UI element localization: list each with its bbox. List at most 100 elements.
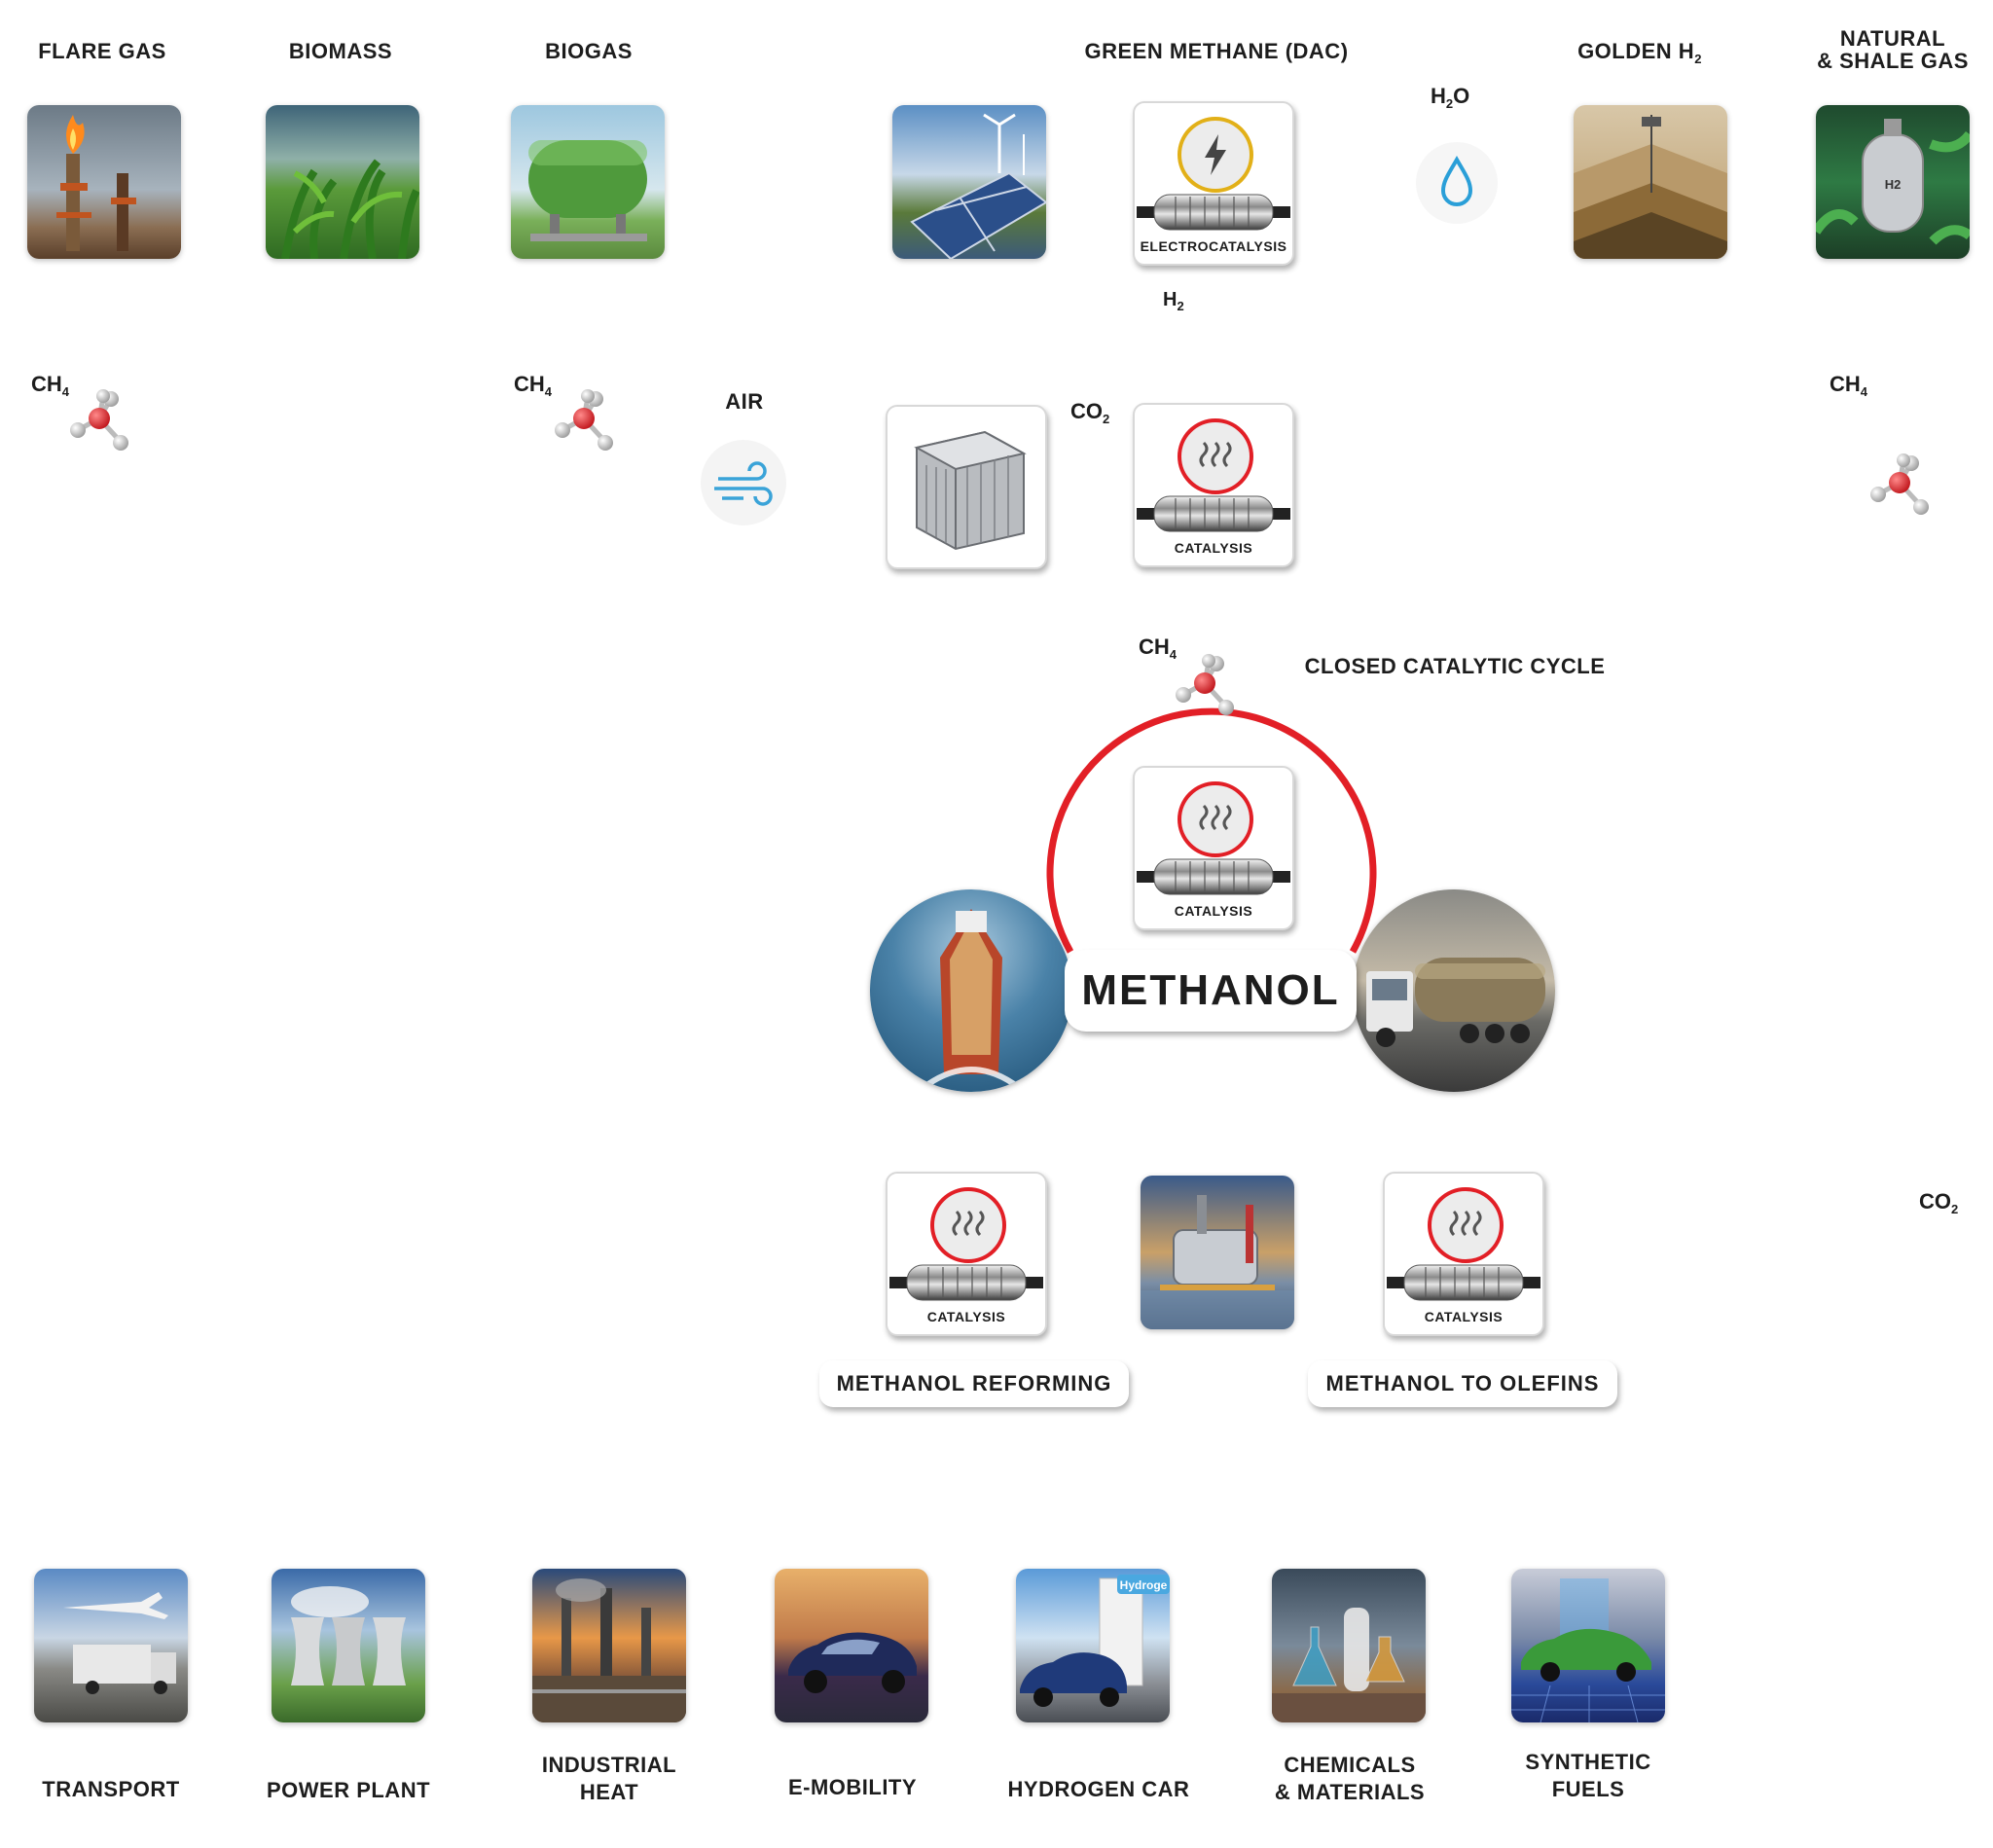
- biogas-image: [511, 105, 665, 259]
- h2o-o: O: [1453, 84, 1470, 108]
- water-drop-icon: [1440, 155, 1473, 206]
- co2-out-sub: 2: [1951, 1202, 1959, 1216]
- heat-badge: [1428, 1187, 1504, 1263]
- dac-unit-card: [886, 405, 1047, 569]
- industrial-heat-line2: HEAT: [579, 1780, 639, 1804]
- hydrogen-car-image: Hydroge: [1016, 1569, 1170, 1722]
- transport-image: [34, 1569, 188, 1722]
- label-h2o: H2O: [1431, 84, 1469, 111]
- label-air: AIR: [725, 389, 764, 414]
- station-sign-text: Hydroge: [1120, 1578, 1168, 1592]
- label-ch4-flare: CH4: [31, 372, 69, 399]
- lab-glassware-drawing: [1272, 1608, 1426, 1722]
- transport-drawing: [63, 1592, 176, 1694]
- label-golden-h2: GOLDEN H2: [1557, 39, 1722, 72]
- label-h2-down: H2: [1163, 289, 1184, 313]
- label-industrial-heat: INDUSTRIAL HEAT: [512, 1752, 707, 1806]
- natural-gas-line1: NATURAL: [1839, 26, 1946, 51]
- golden-h2-image: [1574, 105, 1727, 259]
- h2-h: H: [1163, 289, 1178, 310]
- methane-molecule-icon: [60, 387, 138, 457]
- label-ch4-natural: CH4: [1830, 372, 1867, 399]
- refinery-image: [1141, 1176, 1294, 1329]
- co2-out-co: CO: [1919, 1189, 1951, 1214]
- ch4-flare-sub: 4: [61, 384, 70, 399]
- label-natural-gas: NATURAL & SHALE GAS: [1805, 27, 1980, 72]
- label-hydrogen-car: HYDROGEN CAR: [1007, 1777, 1190, 1801]
- catalysis-caption: CATALYSIS: [1174, 903, 1253, 919]
- geology-drawing: [1574, 115, 1727, 259]
- factory-drawing: [532, 1578, 686, 1722]
- cycle-ring: [1046, 707, 1377, 954]
- synthetic-fuel-car-drawing: [1511, 1578, 1665, 1722]
- co2-capture-co: CO: [1070, 399, 1103, 423]
- industrial-heat-image: [532, 1569, 686, 1722]
- catalysis-card-methanation: CATALYSIS: [1133, 403, 1294, 567]
- catalysis-card-cycle: CATALYSIS: [1133, 766, 1294, 930]
- electrocatalysis-badge: [1178, 117, 1253, 193]
- renewables-image: [892, 105, 1046, 259]
- label-ch4-biogas: CH4: [514, 372, 552, 399]
- electrocatalysis-card: ELECTROCATALYSIS: [1133, 101, 1294, 266]
- ch4-flare-ch: CH: [31, 372, 62, 396]
- methanol-reforming-label: METHANOL REFORMING: [819, 1360, 1129, 1407]
- h2-tank-drawing: H2: [1816, 119, 1970, 245]
- h2-sub: 2: [1177, 299, 1184, 313]
- cooling-towers-drawing: [291, 1586, 406, 1685]
- golden-h2-subscript: 2: [1694, 52, 1702, 66]
- synthetic-fuels-line1: SYNTHETIC: [1525, 1750, 1651, 1774]
- chemicals-image: [1272, 1569, 1426, 1722]
- ch4-natural-ch: CH: [1830, 372, 1861, 396]
- lightning-icon: [1205, 134, 1226, 175]
- label-transport: TRANSPORT: [42, 1777, 180, 1801]
- methane-molecule-icon: [1861, 452, 1939, 522]
- chemicals-line2: & MATERIALS: [1274, 1780, 1426, 1804]
- label-biomass: BIOMASS: [288, 39, 393, 63]
- ch4-cycle-sub: 4: [1169, 647, 1178, 662]
- industrial-heat-line1: INDUSTRIAL: [541, 1753, 677, 1777]
- heat-badge: [930, 1187, 1006, 1263]
- dac-module-drawing: [914, 430, 1027, 551]
- chemicals-line1: CHEMICALS: [1284, 1753, 1416, 1777]
- label-chemicals: CHEMICALS & MATERIALS: [1248, 1752, 1452, 1806]
- synthetic-fuels-line2: FUELS: [1551, 1777, 1625, 1801]
- biomass-image: [266, 105, 419, 259]
- catalysis-caption: CATALYSIS: [1174, 540, 1253, 556]
- catalysis-caption: CATALYSIS: [1424, 1309, 1504, 1324]
- synthetic-fuels-image: [1511, 1569, 1665, 1722]
- ship-drawing: [926, 909, 1016, 1087]
- h2o-h: H: [1431, 84, 1446, 108]
- natural-gas-line2: & SHALE GAS: [1817, 49, 1969, 73]
- ch4-biogas-ch: CH: [514, 372, 545, 396]
- label-biogas: BIOGAS: [545, 39, 633, 63]
- wind-icon: [714, 461, 773, 506]
- tanker-truck-image: [1353, 889, 1555, 1092]
- electrocatalysis-caption: ELECTROCATALYSIS: [1140, 238, 1287, 254]
- catalysis-caption: CATALYSIS: [926, 1309, 1006, 1324]
- h2o-sub: 2: [1445, 96, 1454, 111]
- co2-capture-sub: 2: [1103, 412, 1110, 426]
- label-synthetic-fuels: SYNTHETIC FUELS: [1491, 1749, 1685, 1803]
- label-green-methane: GREEN METHANE (DAC): [1084, 39, 1349, 63]
- heat-badge: [1178, 418, 1253, 494]
- methane-molecule-icon: [1166, 652, 1244, 722]
- methanol-to-olefins-label: METHANOL TO OLEFINS: [1308, 1360, 1617, 1407]
- ch4-natural-sub: 4: [1860, 384, 1868, 399]
- catalysis-card-reforming: CATALYSIS: [886, 1172, 1047, 1336]
- flare-gas-drawing: [56, 115, 136, 251]
- ch4-cycle-ch: CH: [1139, 634, 1170, 659]
- air-badge: [701, 440, 786, 525]
- catalysis-card-olefins: CATALYSIS: [1383, 1172, 1544, 1336]
- flare-gas-image: [27, 105, 181, 259]
- tanker-ship-image: [870, 889, 1072, 1092]
- corn-field-drawing: [281, 159, 419, 259]
- methanol-label: METHANOL: [1065, 950, 1357, 1032]
- natural-gas-image: H2: [1816, 105, 1970, 259]
- solar-wind-drawing: [910, 113, 1046, 259]
- label-co2-capture: CO2: [1070, 399, 1109, 426]
- label-closed-cycle: CLOSED CATALYTIC CYCLE: [1304, 654, 1606, 678]
- label-e-mobility: E-MOBILITY: [787, 1775, 918, 1799]
- label-power-plant: POWER PLANT: [266, 1778, 431, 1802]
- tank-label: H2: [1885, 177, 1902, 192]
- golden-h2-text: GOLDEN H: [1577, 39, 1695, 63]
